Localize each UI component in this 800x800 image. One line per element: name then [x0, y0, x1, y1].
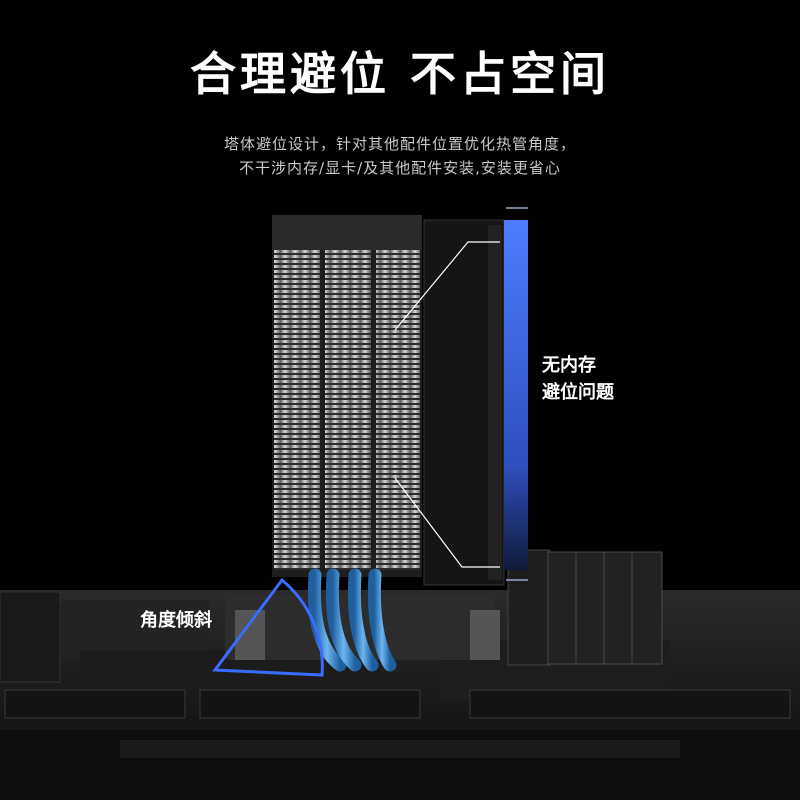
angle-indicator: [212, 577, 324, 677]
cooling-fan: [423, 219, 505, 586]
subtitle-line-2: 不干涉内存/显卡/及其他配件安装,安装更省心: [239, 159, 561, 177]
memory-callout-line-2: 避位问题: [542, 382, 614, 403]
memory-callout-line-1: 无内存: [542, 355, 596, 376]
clearance-bar: [504, 207, 528, 581]
heat-pipes: [307, 568, 397, 672]
ram-modules: [507, 549, 663, 666]
angle-callout: 角度倾斜: [140, 610, 212, 631]
page-headline: 合理避位 不占空间: [189, 47, 610, 101]
pin-headers: [4, 689, 791, 719]
subtitle-line-1: 塔体避位设计，针对其他配件位置优化热管角度，: [223, 135, 576, 153]
heatsink-tower: [272, 215, 422, 577]
leader-lines: [394, 241, 500, 568]
memory-clearance-callout: 无内存 避位问题: [542, 352, 614, 406]
